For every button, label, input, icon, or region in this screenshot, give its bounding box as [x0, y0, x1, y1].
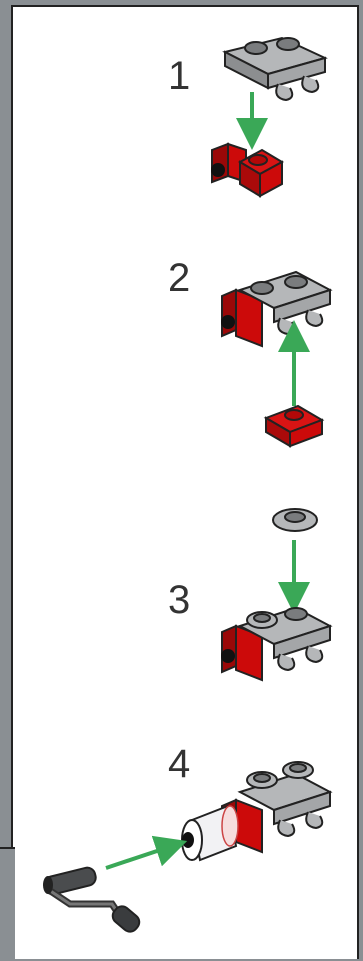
step4-clear-cylinder-icon [181, 804, 239, 862]
step1-gray-plate-icon [222, 36, 328, 102]
page-edge [0, 847, 15, 961]
step-number-4: 4 [168, 742, 191, 786]
step4-assembly-icon [221, 761, 333, 854]
step3-round-tile-icon [272, 508, 318, 532]
step4-arrow-icon [105, 835, 188, 870]
step2-red-plate-icon [263, 404, 325, 448]
step1-red-bracket-icon [211, 142, 285, 198]
step-number-2: 2 [168, 256, 191, 300]
paint-roller-icon [43, 866, 141, 933]
step-number-3: 3 [168, 578, 191, 622]
step2-assembly-icon [221, 270, 333, 348]
step3-assembly-icon [221, 606, 333, 682]
step-number-1: 1 [168, 54, 191, 98]
